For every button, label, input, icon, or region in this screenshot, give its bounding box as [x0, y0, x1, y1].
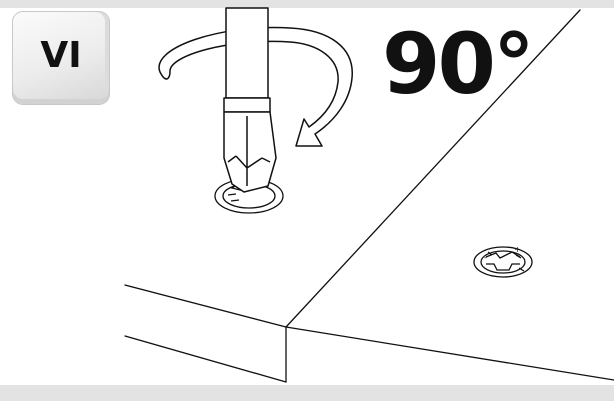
board-top-back-edge — [285, 9, 581, 328]
screwdriver-icon — [223, 7, 277, 193]
cam-lock-left — [214, 178, 284, 214]
board-right-top-edge — [285, 326, 614, 381]
curved-rotation-arrow-icon — [158, 26, 353, 147]
cam-lock-icon: + - — [473, 245, 533, 278]
step-number-badge: VI — [12, 11, 110, 105]
top-border-band — [0, 0, 614, 8]
svg-text:-: - — [484, 253, 487, 262]
step-number-label: VI — [40, 34, 82, 76]
svg-text:+: + — [514, 245, 521, 254]
rotation-angle-label: 90° — [382, 15, 535, 113]
board-front-top-edge — [124, 284, 287, 328]
board-front-bottom-edge — [124, 335, 287, 383]
bottom-border-band — [0, 385, 614, 401]
